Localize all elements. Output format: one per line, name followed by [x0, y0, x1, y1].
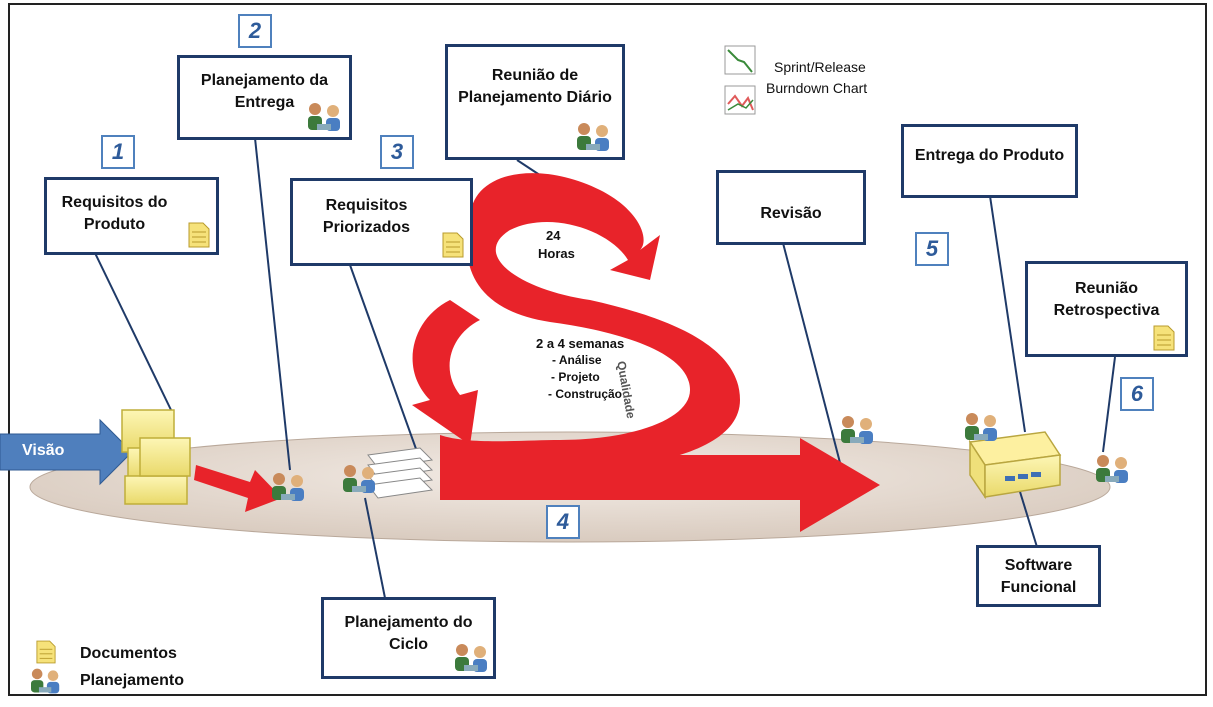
weeks-label: 2 a 4 semanas: [536, 336, 625, 351]
construcao-label: - Construção: [548, 387, 623, 401]
document-icon: [188, 222, 210, 248]
leader-software: [1016, 481, 1038, 548]
step-number-1: 1: [101, 135, 135, 169]
projeto-label: - Projeto: [551, 370, 600, 384]
analise-label: - Análise: [552, 353, 602, 367]
product-backlog-boxes: [121, 409, 191, 505]
hours-number: 24: [546, 228, 561, 243]
leader-priorizados: [349, 264, 421, 461]
people-meeting-icon: [841, 416, 873, 444]
leader-revisao: [782, 242, 846, 483]
leader-planejamento-entrega: [254, 137, 291, 471]
people-meeting-icon: [1096, 455, 1128, 483]
box-planejamento-ciclo: Planejamento do Ciclo: [321, 597, 496, 679]
burndown-line1: Sprint/Release: [774, 59, 866, 75]
legend-document-icon: [36, 640, 56, 664]
step-number-2: 2: [238, 14, 272, 48]
box-planejamento-ciclo-label: Planejamento do Ciclo: [344, 614, 473, 653]
leader-requisitos: [94, 252, 173, 413]
step-number-3: 3: [380, 135, 414, 169]
box-entrega-produto-label: Entrega do Produto: [914, 147, 1065, 164]
legend-documentos: Documentos: [80, 645, 177, 662]
people-meeting-icon: [577, 123, 609, 151]
diagram-frame: [8, 3, 1207, 696]
leader-entrega: [989, 195, 1026, 433]
people-meeting-icon: [272, 473, 304, 501]
leader-ciclo: [364, 497, 386, 599]
people-meeting-icon: [343, 465, 375, 493]
legend-planejamento: Planejamento: [80, 672, 185, 689]
people-meeting-icon: [965, 413, 997, 441]
visao-label: Visão: [22, 442, 65, 459]
document-icon: [442, 232, 464, 258]
burndown-line2: Burndown Chart: [766, 80, 868, 96]
box-entrega-produto: Entrega do Produto: [901, 124, 1078, 198]
document-icon: [1153, 325, 1175, 351]
leader-retro: [1102, 356, 1116, 453]
box-revisao: Revisão: [716, 170, 866, 245]
software-product-box: [968, 431, 1062, 500]
box-reuniao-retro-label: Reunião Retrospectiva: [1053, 280, 1160, 319]
burndown-chart-icon: [724, 45, 756, 115]
visao-arrow: [0, 418, 133, 486]
step-number-5: 5: [915, 232, 949, 266]
sprint-spiral: [412, 173, 880, 532]
people-meeting-icon: [308, 103, 340, 131]
box-reuniao-diario: Reunião de Planejamento Diário: [445, 44, 625, 160]
prioritized-sheets: [367, 447, 434, 499]
hours-label: Horas: [538, 246, 575, 261]
step-number-4: 4: [546, 505, 580, 539]
box-planejamento-entrega-label: Planejamento da Entrega: [200, 72, 329, 111]
people-meeting-icon: [455, 644, 487, 672]
step-number-6: 6: [1120, 377, 1154, 411]
box-software-funcional: Software Funcional: [976, 545, 1101, 607]
box-revisao-label: Revisão: [760, 205, 822, 222]
small-red-arrow: [194, 465, 282, 512]
legend-people-icon: [31, 668, 60, 694]
box-software-funcional-label: Software Funcional: [1000, 557, 1077, 596]
box-requisitos-priorizados-label: Requisitos Priorizados: [322, 197, 411, 236]
box-reuniao-diario-label: Reunião de Planejamento Diário: [458, 67, 612, 106]
box-requisitos-produto-label: Requisitos do Produto: [61, 194, 168, 233]
